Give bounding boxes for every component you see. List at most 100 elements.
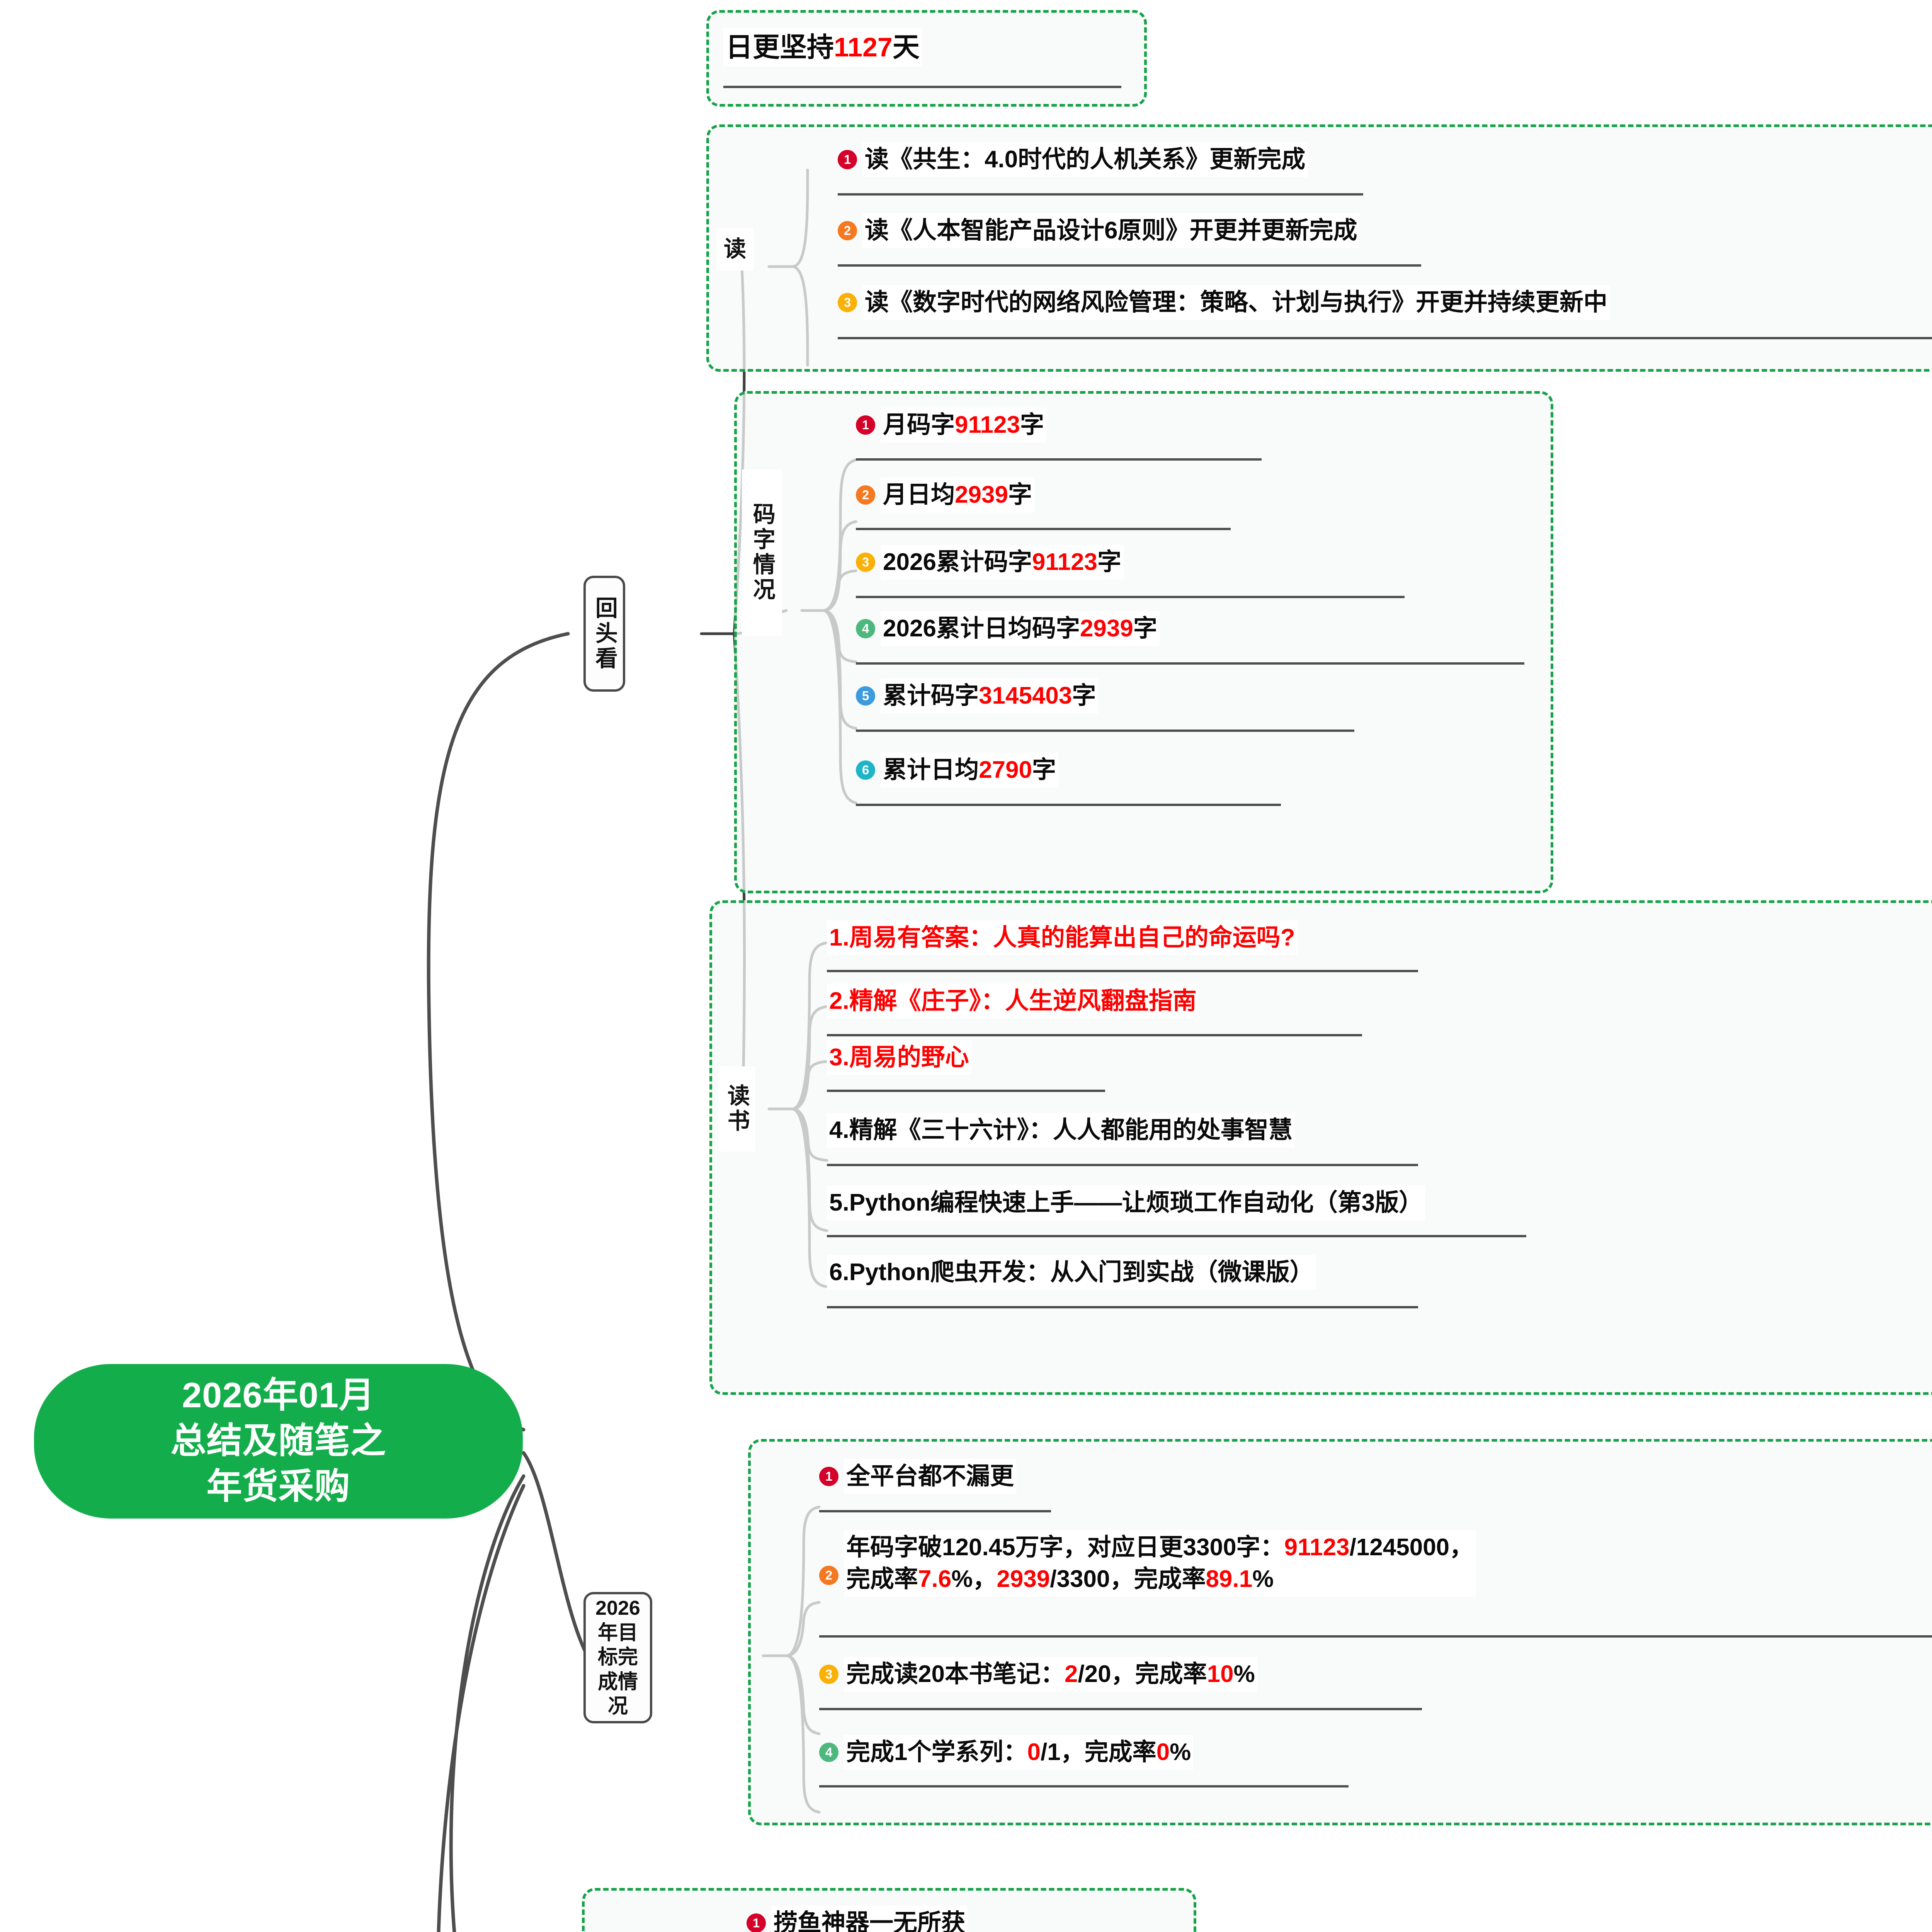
mubiao-item-1-underline: [819, 1510, 1051, 1512]
mubiao-item-3-underline: [819, 1708, 1422, 1710]
headline-prefix: 日更坚持: [726, 32, 834, 62]
mazi-item-2[interactable]: 2 月日均2939字: [856, 478, 1034, 512]
mubiao-item-2[interactable]: 2 年码字破120.45万字，对应日更3300字：91123/1245000， …: [819, 1530, 1476, 1597]
mazi-1-pre: 月码字: [883, 412, 955, 438]
mazi-4-value: 2939: [1080, 615, 1133, 642]
branch-mubiao-label: 2026年目标完成情况: [595, 1597, 640, 1718]
mubiao-2-line2-v3: 89.1: [1206, 1565, 1253, 1592]
mubiao-item-2-text: 年码字破120.45万字，对应日更3300字：91123/1245000， 完成…: [844, 1530, 1476, 1597]
mazi-item-4[interactable]: 4 2026累计日均码字2939字: [856, 611, 1160, 646]
mazi-item-2-text: 月日均2939字: [881, 478, 1034, 512]
badge-4: 4: [819, 1742, 838, 1762]
dushu-item-3-underline: [827, 1090, 1105, 1092]
mubiao-item-2-underline: [819, 1635, 1932, 1638]
mubiao-2-line1-value: 91123: [1284, 1534, 1350, 1561]
du-item-3[interactable]: 3 读《数字时代的网络风险管理：策略、计划与执行》开更并持续更新中: [838, 285, 1610, 320]
dushu-item-3[interactable]: 3.周易的野心: [827, 1040, 971, 1075]
mubiao-2-line1-pre: 年码字破120.45万字，对应日更3300字：: [846, 1534, 1284, 1561]
dushu-item-6[interactable]: 6.Python爬虫开发：从入门到实战（微课版）: [827, 1255, 1316, 1290]
mazi-5-value: 3145403: [979, 682, 1072, 709]
branch-mazi[interactable]: 码字情况: [742, 469, 782, 636]
mazi-3-pre: 2026累计码字: [883, 549, 1032, 575]
mazi-item-3[interactable]: 3 2026累计码字91123字: [856, 545, 1124, 580]
mazi-item-6-underline: [856, 804, 1281, 806]
mazi-item-4-text: 2026累计日均码字2939字: [881, 611, 1160, 646]
badge-1: 1: [819, 1466, 838, 1486]
mazi-item-3-underline: [856, 596, 1405, 598]
group-mubiao: [748, 1439, 1932, 1825]
dushu-item-5[interactable]: 5.Python编程快速上手——让烦琐工作自动化（第3版）: [827, 1185, 1425, 1220]
branch-mubiao[interactable]: 2026年目标完成情况: [583, 1592, 652, 1723]
group-dushu: [709, 900, 1932, 1395]
badge-2: 2: [838, 221, 857, 240]
mubiao-2-line2-pre: 完成率: [846, 1565, 918, 1592]
mubiao-2-line2-m1: %，: [951, 1565, 997, 1592]
suibi-item-1-text: 捞鱼神器一无所获: [771, 1906, 968, 1932]
headline-underline: [723, 86, 1121, 88]
badge-5: 5: [856, 686, 875, 706]
branch-du[interactable]: 读: [716, 228, 753, 270]
mazi-item-3-text: 2026累计码字91123字: [881, 545, 1124, 580]
mazi-3-value: 91123: [1032, 549, 1097, 575]
mazi-item-1[interactable]: 1 月码字91123字: [856, 408, 1047, 442]
mazi-item-6-text: 累计日均2790字: [881, 753, 1058, 787]
mazi-4-pre: 2026累计日均码字: [883, 615, 1080, 642]
suibi-item-1[interactable]: 1 捞鱼神器一无所获: [747, 1906, 968, 1932]
mubiao-item-3[interactable]: 3 完成读20本书笔记：2/20，完成率10%: [819, 1657, 1257, 1692]
mubiao-2-line2-v2: 2939: [997, 1565, 1050, 1592]
du-item-2[interactable]: 2 读《人本智能产品设计6原则》开更并更新完成: [838, 213, 1360, 248]
dushu-item-6-underline: [827, 1306, 1418, 1308]
mazi-2-pre: 月日均: [883, 481, 955, 508]
dushu-item-5-text: 5.Python编程快速上手——让烦琐工作自动化（第3版）: [827, 1185, 1425, 1220]
mubiao-item-1-text: 全平台都不漏更: [844, 1459, 1017, 1494]
mubiao-2-line1-mid: /1245000，: [1349, 1534, 1474, 1561]
branch-dushu[interactable]: 读书: [718, 1066, 755, 1151]
mubiao-4-pre: 完成1个学系列：: [846, 1739, 1027, 1765]
badge-1: 1: [747, 1913, 766, 1932]
mubiao-4-v2: 0: [1156, 1739, 1170, 1765]
badge-2: 2: [819, 1566, 838, 1585]
dushu-item-3-text: 3.周易的野心: [827, 1040, 971, 1075]
du-item-1-underline: [838, 193, 1363, 196]
badge-3: 3: [838, 293, 857, 312]
headline-suffix: 天: [892, 32, 920, 62]
mazi-6-post: 字: [1032, 757, 1056, 783]
mazi-5-pre: 累计码字: [883, 682, 979, 709]
mubiao-3-v1: 2: [1064, 1661, 1078, 1687]
headline-row[interactable]: 日更坚持1127天: [723, 28, 922, 67]
mazi-item-1-text: 月码字91123字: [881, 408, 1047, 442]
mubiao-3-pre: 完成读20本书笔记：: [846, 1661, 1065, 1687]
mazi-item-1-underline: [856, 458, 1262, 461]
mazi-6-pre: 累计日均: [883, 757, 979, 783]
mazi-5-post: 字: [1072, 682, 1096, 709]
mazi-1-value: 91123: [955, 412, 1020, 438]
mubiao-item-1[interactable]: 1 全平台都不漏更: [819, 1459, 1017, 1494]
headline-value: 1127: [834, 32, 893, 62]
mazi-1-post: 字: [1020, 412, 1044, 438]
badge-6: 6: [856, 760, 875, 780]
du-item-3-text: 读《数字时代的网络风险管理：策略、计划与执行》开更并持续更新中: [862, 285, 1610, 320]
dushu-item-2-underline: [827, 1034, 1362, 1036]
root-title-line-3: 年货采购: [206, 1466, 350, 1506]
mazi-4-post: 字: [1133, 615, 1157, 642]
du-item-1[interactable]: 1 读《共生：4.0时代的人机关系》更新完成: [838, 142, 1308, 177]
dushu-item-4-underline: [827, 1164, 1418, 1166]
mubiao-item-4[interactable]: 4 完成1个学系列：0/1，完成率0%: [819, 1735, 1194, 1770]
branch-du-label: 读: [723, 236, 746, 262]
dushu-item-5-underline: [827, 1235, 1526, 1237]
root-title-line-2: 总结及随笔之: [170, 1421, 386, 1461]
badge-3: 3: [819, 1664, 838, 1684]
mazi-2-value: 2939: [955, 481, 1008, 508]
du-item-3-underline: [838, 337, 1932, 339]
branch-huitoukan[interactable]: 回头看: [583, 576, 625, 692]
mazi-item-6[interactable]: 6 累计日均2790字: [856, 753, 1058, 787]
dushu-item-1[interactable]: 1.周易有答案：人真的能算出自己的命运吗?: [827, 920, 1298, 955]
root-node[interactable]: 2026年01月 总结及随笔之 年货采购: [34, 1364, 523, 1519]
dushu-item-1-underline: [827, 970, 1418, 972]
dushu-item-4[interactable]: 4.精解《三十六计》：人人都能用的处事智慧: [827, 1113, 1295, 1148]
mubiao-3-v2: 10: [1207, 1661, 1234, 1687]
mubiao-item-4-text: 完成1个学系列：0/1，完成率0%: [844, 1735, 1194, 1770]
dushu-item-2[interactable]: 2.精解《庄子》：人生逆风翻盘指南: [827, 984, 1199, 1019]
mazi-item-5[interactable]: 5 累计码字3145403字: [856, 679, 1099, 713]
